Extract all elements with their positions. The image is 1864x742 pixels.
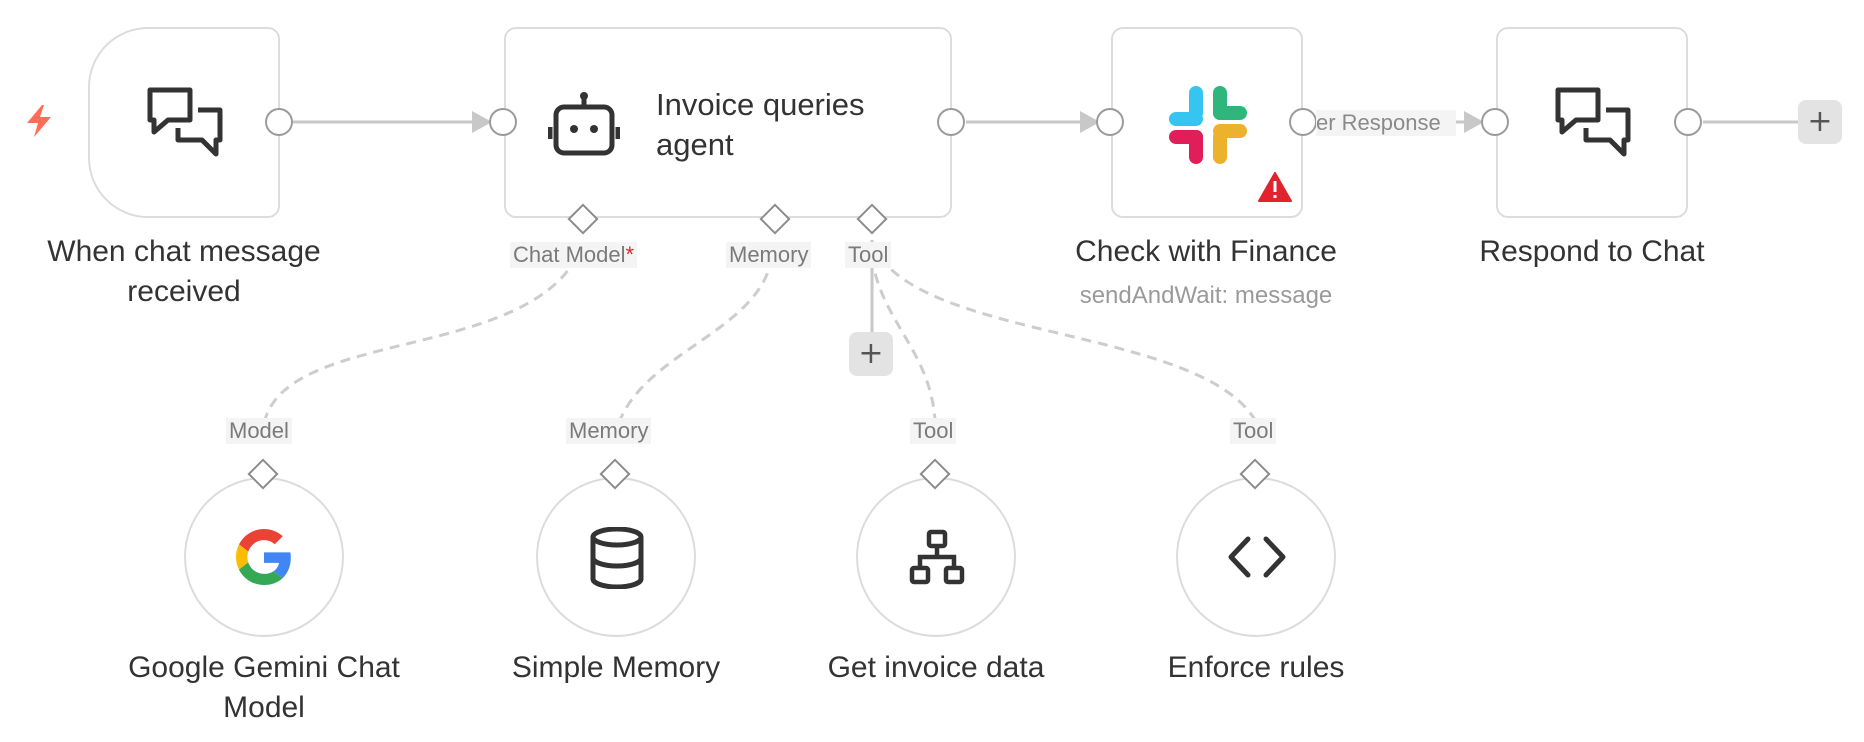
respond-input-handle[interactable]	[1481, 108, 1509, 136]
slack-logo-icon	[1169, 86, 1247, 164]
sub-port-label-tool-1: Tool	[910, 418, 957, 444]
node-title-invoice-data: Get invoice data	[827, 651, 1045, 684]
connection-label-user-response: er Response	[1316, 110, 1456, 136]
sub-port-label-model: Model	[226, 418, 292, 444]
node-check-with-finance[interactable]	[1111, 27, 1303, 218]
finance-output-handle[interactable]	[1289, 108, 1317, 136]
node-title-trigger: When chat message received	[14, 232, 354, 312]
agent-input-handle[interactable]	[489, 108, 517, 136]
port-label-chat-model: Chat Model*	[510, 242, 638, 268]
google-g-icon	[236, 529, 291, 585]
lightning-bolt-icon	[27, 105, 51, 137]
connection-agent-to-invoice-data[interactable]	[870, 256, 937, 421]
node-respond-to-chat[interactable]	[1496, 27, 1688, 218]
node-google-gemini-chat-model[interactable]	[184, 477, 344, 637]
connection-agent-to-finance[interactable]	[966, 111, 1100, 133]
connection-trigger-to-agent[interactable]	[293, 111, 492, 133]
node-title-finance: Check with Finance	[1075, 235, 1337, 268]
chat-bubbles-icon	[147, 87, 223, 157]
node-title-agent: Invoice queries agent	[656, 85, 865, 165]
sub-port-label-memory: Memory	[566, 418, 652, 444]
node-title-memory: Simple Memory	[511, 651, 721, 684]
sub-port-label-tool-2: Tool	[1230, 418, 1277, 444]
add-tool-button[interactable]: +	[849, 332, 893, 376]
node-title-gemini: Google Gemini Chat Model	[94, 648, 434, 728]
respond-output-handle[interactable]	[1674, 108, 1702, 136]
port-label-memory: Memory	[726, 242, 812, 268]
node-title-agent-line1: Invoice queries	[656, 87, 865, 122]
node-title-respond: Respond to Chat	[1479, 235, 1705, 268]
sitemap-icon	[909, 529, 965, 585]
node-subtitle-finance: sendAndWait: message	[1079, 282, 1333, 309]
node-enforce-rules[interactable]	[1176, 477, 1336, 637]
port-label-chat-model-text: Chat Model	[513, 242, 626, 267]
node-get-invoice-data[interactable]	[856, 477, 1016, 637]
port-label-tool: Tool	[845, 242, 892, 268]
required-asterisk: *	[625, 242, 635, 267]
connection-agent-to-rules[interactable]	[878, 256, 1257, 421]
node-simple-memory[interactable]	[536, 477, 696, 637]
finance-input-handle[interactable]	[1096, 108, 1124, 136]
node-title-trigger-line1: When chat message	[47, 235, 321, 268]
add-next-node-button[interactable]: +	[1798, 100, 1842, 144]
node-title-gemini-line1: Google Gemini Chat	[128, 651, 400, 684]
robot-icon	[548, 92, 620, 156]
node-title-agent-line2: agent	[656, 127, 734, 162]
connection-agent-to-gemini[interactable]	[263, 256, 579, 421]
node-title-gemini-line2: Model	[223, 691, 305, 724]
warning-triangle-icon	[1258, 172, 1292, 202]
node-title-rules: Enforce rules	[1167, 651, 1345, 684]
connection-agent-to-memory[interactable]	[618, 256, 774, 421]
node-when-chat-message-received[interactable]	[88, 27, 280, 218]
database-icon	[590, 527, 644, 589]
node-title-trigger-line2: received	[127, 275, 241, 308]
chat-bubbles-icon	[1555, 87, 1631, 157]
agent-output-handle[interactable]	[937, 108, 965, 136]
node-invoice-queries-agent[interactable]: Invoice queries agent	[504, 27, 952, 218]
code-brackets-icon	[1228, 536, 1286, 578]
trigger-output-handle[interactable]	[265, 108, 293, 136]
